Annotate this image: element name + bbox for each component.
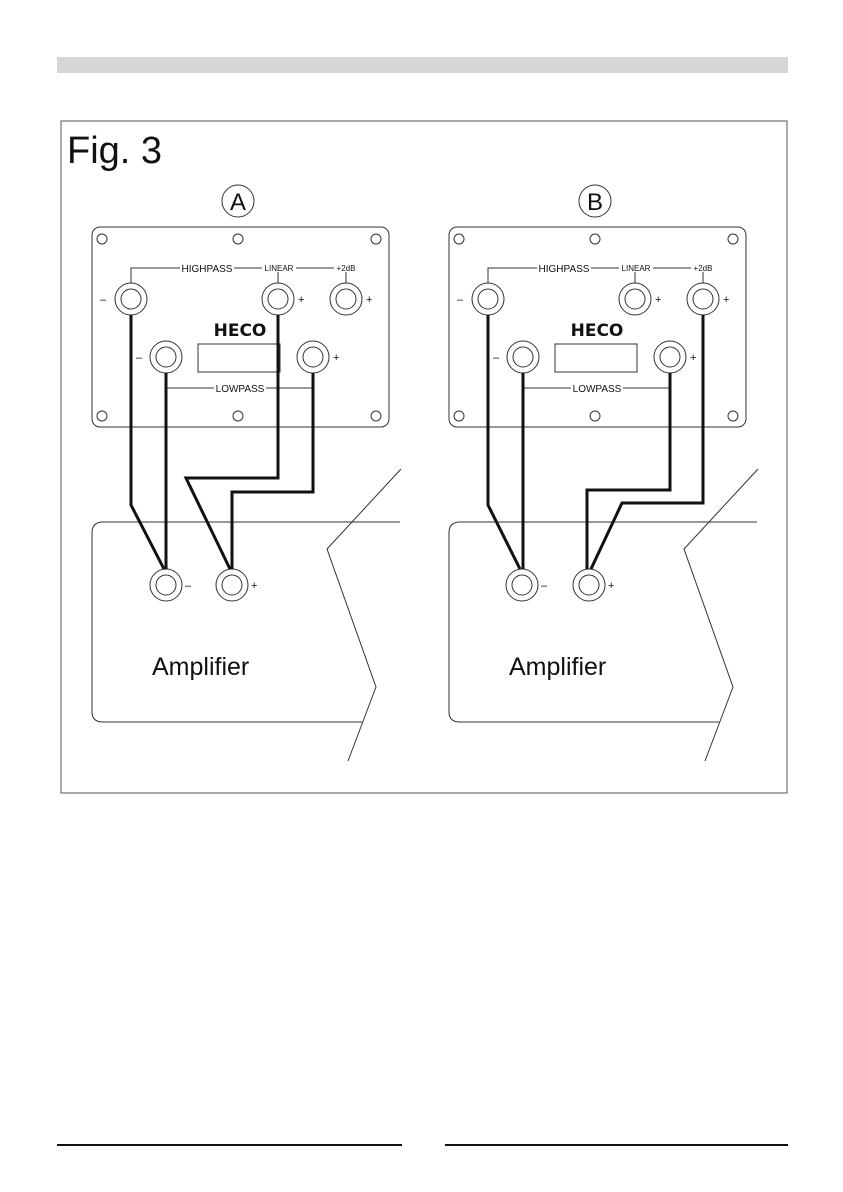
polarity-plus: + [690, 352, 696, 364]
break-line [327, 469, 401, 761]
linear-label: LINEAR [622, 264, 651, 273]
lowpass-minus-terminal [507, 341, 539, 373]
figure-frame [61, 121, 787, 793]
mounting-hole [97, 234, 107, 244]
polarity-minus: – [457, 294, 464, 306]
brand-logo: HECO [571, 321, 624, 341]
amp-polarity-plus: + [608, 580, 614, 592]
linear-label: LINEAR [265, 264, 294, 273]
header-bar [57, 57, 788, 73]
linear-plus-terminal [262, 283, 294, 315]
polarity-plus: + [366, 294, 372, 306]
amplifier-outline [92, 522, 400, 722]
label-plate [198, 344, 280, 372]
amp-plus-terminal [216, 569, 248, 601]
lowpass-label: LOWPASS [216, 384, 265, 395]
amp-polarity-minus: – [541, 580, 548, 592]
mounting-hole [97, 411, 107, 421]
boost-plus-terminal [687, 283, 719, 315]
boost-plus-terminal [330, 283, 362, 315]
amp-minus-terminal [506, 569, 538, 601]
highpass-minus-terminal [472, 283, 504, 315]
amplifier-outline [449, 522, 757, 722]
break-line [684, 469, 758, 761]
boost-label: +2dB [694, 264, 713, 273]
panel-b: B HIGHPASS LINEAR +2dB HECO LOWPASS [449, 185, 758, 761]
highpass-label: HIGHPASS [182, 264, 233, 275]
amp-polarity-plus: + [251, 580, 257, 592]
mounting-hole [233, 411, 243, 421]
polarity-plus: + [333, 352, 339, 364]
amp-minus-terminal [150, 569, 182, 601]
terminal-plate: HIGHPASS LINEAR +2dB HECO LOWPASS [92, 227, 389, 427]
boost-label: +2dB [337, 264, 356, 273]
wire-boost-plus [591, 315, 703, 569]
figure-title: Fig. 3 [67, 130, 162, 172]
panel-marker-label: A [230, 189, 246, 216]
polarity-plus: + [298, 294, 304, 306]
lowpass-plus-terminal [297, 341, 329, 373]
mounting-hole [728, 411, 738, 421]
panel-marker-label: B [587, 189, 603, 216]
amp-polarity-minus: – [185, 580, 192, 592]
highpass-label: HIGHPASS [539, 264, 590, 275]
amp-plus-terminal [573, 569, 605, 601]
mounting-hole [590, 234, 600, 244]
lowpass-plus-terminal [654, 341, 686, 373]
polarity-plus: + [655, 294, 661, 306]
mounting-hole [590, 411, 600, 421]
amplifier-label: Amplifier [509, 653, 606, 681]
lowpass-minus-terminal [150, 341, 182, 373]
polarity-minus: – [136, 352, 143, 364]
label-plate [555, 344, 637, 372]
mounting-hole [454, 411, 464, 421]
lowpass-label: LOWPASS [573, 384, 622, 395]
mounting-hole [371, 411, 381, 421]
mounting-hole [728, 234, 738, 244]
linear-plus-terminal [619, 283, 651, 315]
amplifier-label: Amplifier [152, 653, 249, 681]
panel-a: A HIGHPASS LINEAR +2dB HECO LOWPASS [92, 185, 401, 761]
polarity-plus: + [723, 294, 729, 306]
wire-lowpass-plus [232, 373, 313, 569]
wire-lowpass-plus [587, 373, 670, 569]
mounting-hole [371, 234, 381, 244]
brand-logo: HECO [214, 321, 267, 341]
polarity-minus: – [100, 294, 107, 306]
wiring-a [131, 315, 313, 569]
highpass-minus-terminal [115, 283, 147, 315]
polarity-minus: – [493, 352, 500, 364]
wiring-b [488, 315, 703, 569]
mounting-hole [233, 234, 243, 244]
mounting-hole [454, 234, 464, 244]
terminal-plate: HIGHPASS LINEAR +2dB HECO LOWPASS [449, 227, 746, 427]
